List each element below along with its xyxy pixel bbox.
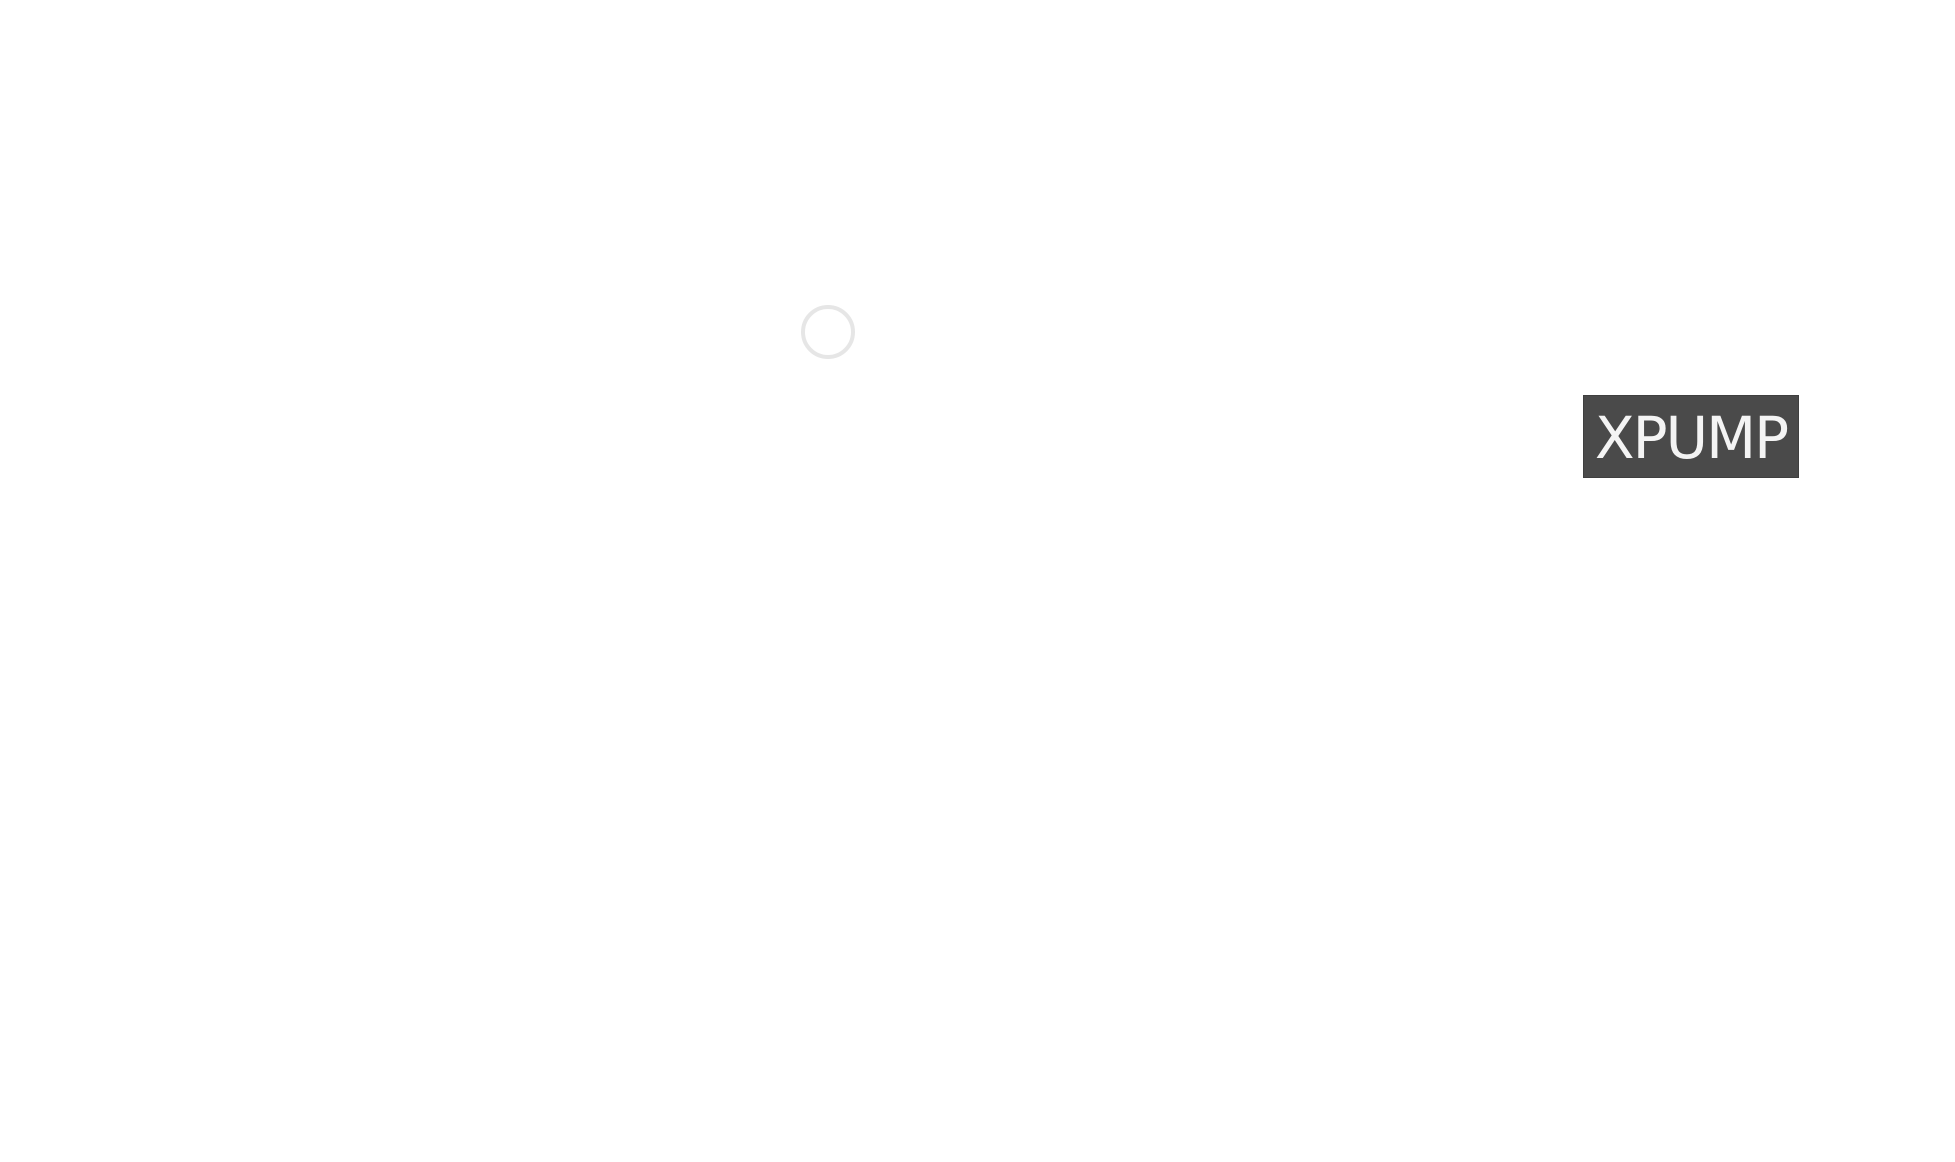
logo-text: XPUMP — [1594, 403, 1789, 472]
spinner-icon — [801, 305, 855, 359]
xpump-logo: XPUMP — [1583, 395, 1799, 478]
